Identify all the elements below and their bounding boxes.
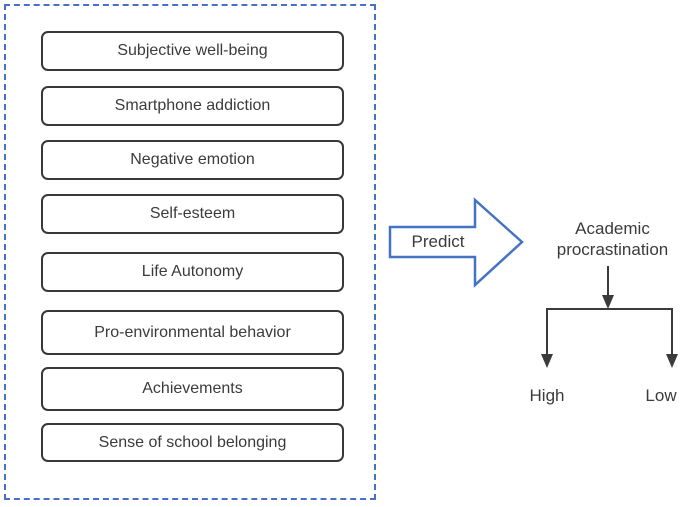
- predictor-box-smartphone-addiction: Smartphone addiction: [41, 86, 344, 126]
- predictor-box-subjective-well-being: Subjective well-being: [41, 31, 344, 71]
- outcome-label: Academic procrastination: [556, 219, 669, 259]
- predictor-box-negative-emotion: Negative emotion: [41, 140, 344, 180]
- predictor-box-sense-of-school-belonging: Sense of school belonging: [41, 423, 344, 462]
- branch-label-low: Low: [645, 386, 677, 405]
- predictor-box-achievements: Achievements: [41, 367, 344, 411]
- branch-label-high: High: [529, 386, 565, 405]
- predict-block-arrow: Predict: [388, 196, 525, 288]
- branch-arrows: [541, 266, 678, 368]
- predict-arrow-label: Predict: [411, 232, 465, 251]
- right-arrow-icon: [388, 197, 524, 288]
- predictor-box-life-autonomy: Life Autonomy: [41, 252, 344, 292]
- predictor-box-self-esteem: Self-esteem: [41, 194, 344, 234]
- predictor-box-pro-environmental-behavior: Pro-environmental behavior: [41, 310, 344, 355]
- predictors-panel: Subjective well-being Smartphone addicti…: [4, 4, 376, 500]
